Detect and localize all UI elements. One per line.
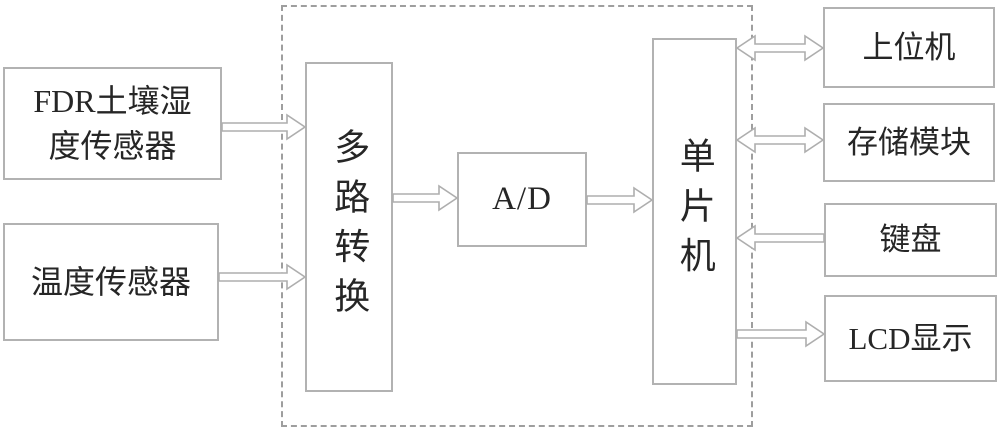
node-host-computer: 上位机: [823, 7, 995, 88]
node-fdr-soil-moisture-sensor: FDR土壤湿 度传感器: [3, 67, 222, 180]
node-temperature-sensor: 温度传感器: [3, 223, 219, 341]
node-microcontroller: 单片机: [652, 38, 737, 385]
node-ad-converter: A/D: [457, 152, 587, 247]
node-multiplexer: 多路转换: [305, 62, 393, 392]
node-storage-module: 存储模块: [823, 103, 995, 182]
dashed-boundary-box: [281, 5, 753, 427]
node-keyboard: 键盘: [824, 203, 997, 277]
node-lcd-display: LCD显示: [824, 295, 997, 382]
